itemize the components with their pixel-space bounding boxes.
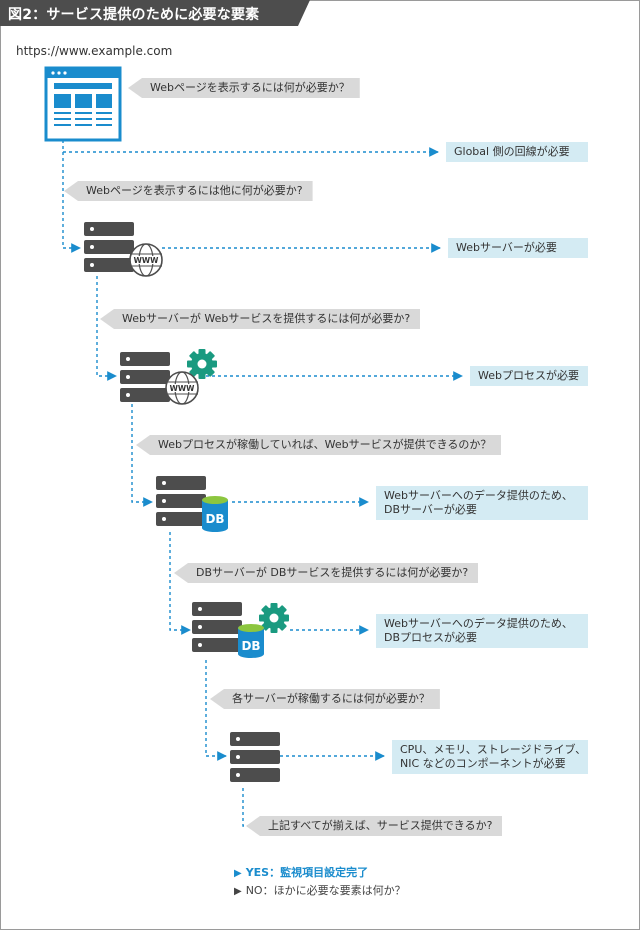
www-label: WWW <box>170 384 196 393</box>
web-server-icon: WWW <box>84 222 163 277</box>
answer-global-line: Global 側の回線が必要 <box>446 142 588 162</box>
browser-window-icon <box>44 66 122 142</box>
answer-line: Webプロセスが必要 <box>478 369 579 382</box>
globe-icon: WWW <box>165 371 199 405</box>
database-icon: DB <box>238 624 264 658</box>
triangle-right-icon: ▶ <box>234 886 242 897</box>
connector-db-process <box>169 532 191 635</box>
answer-line: DBプロセスが必要 <box>384 631 478 644</box>
legend-no: ▶NO：ほかに必要な要素は何か？ <box>234 882 406 898</box>
legend-yes-text: YES：監視項目設定完了 <box>245 866 369 879</box>
db-label: DB <box>241 639 260 653</box>
answer-line: NIC などのコンポーネントが必要 <box>400 757 566 770</box>
db-process-icon: DB <box>192 602 289 658</box>
answer-db-server: Webサーバーへのデータ提供のため、 DBサーバーが必要 <box>376 486 588 520</box>
question-2: Webページを表示するには他に何が必要か? <box>64 181 313 201</box>
question-4: Webプロセスが稼働していれば、Webサービスが提供できるのか？ <box>136 435 502 455</box>
web-process-icon: WWW <box>120 349 217 405</box>
connector-browser-web <box>62 152 81 253</box>
globe-icon: WWW <box>129 243 163 277</box>
db-server-icon: DB <box>156 476 228 532</box>
database-icon: DB <box>202 496 228 532</box>
db-label: DB <box>205 512 224 526</box>
connector-process-db <box>131 404 153 507</box>
answer-line: CPU、メモリ、ストレージドライブ、 <box>400 743 587 756</box>
answer-web-process: Webプロセスが必要 <box>470 366 588 386</box>
diagram-title: 図2：サービス提供のために必要な要素 <box>8 7 260 23</box>
hardware-server-icon <box>230 732 280 782</box>
question-5: DBサーバーが DBサービスを提供するには何が必要か? <box>174 563 479 583</box>
triangle-right-icon: ▶ <box>234 868 242 879</box>
question-6: 各サーバーが稼働するには何が必要か？ <box>210 689 440 709</box>
url-label: https://www.example.com <box>16 44 173 58</box>
answer-line: Webサーバーへのデータ提供のため、 <box>384 617 573 630</box>
answer-components: CPU、メモリ、ストレージドライブ、 NIC などのコンポーネントが必要 <box>392 740 588 774</box>
www-label: WWW <box>134 256 160 265</box>
question-1: Webページを表示するには何が必要か？ <box>128 78 360 98</box>
answer-db-process: Webサーバーへのデータ提供のため、 DBプロセスが必要 <box>376 614 588 648</box>
connector-hw-final <box>242 788 256 827</box>
connector-dbproc-hw <box>205 660 227 761</box>
answer-web-server: Webサーバーが必要 <box>448 238 588 258</box>
answer-line: Webサーバーへのデータ提供のため、 <box>384 489 573 502</box>
title-bar: 図2：サービス提供のために必要な要素 <box>0 0 310 26</box>
answer-line: DBサーバーが必要 <box>384 503 477 516</box>
gear-icon <box>187 349 217 379</box>
gear-icon <box>259 603 289 633</box>
answer-line: Global 側の回線が必要 <box>454 145 570 158</box>
question-7: 上記すべてが揃えば、サービス提供できるか? <box>246 816 503 836</box>
legend-no-text: NO：ほかに必要な要素は何か？ <box>245 884 406 897</box>
answer-line: Webサーバーが必要 <box>456 241 557 254</box>
question-3: Webサーバーが Webサービスを提供するには何が必要か? <box>100 309 421 329</box>
legend-yes: ▶YES：監視項目設定完了 <box>234 864 368 880</box>
